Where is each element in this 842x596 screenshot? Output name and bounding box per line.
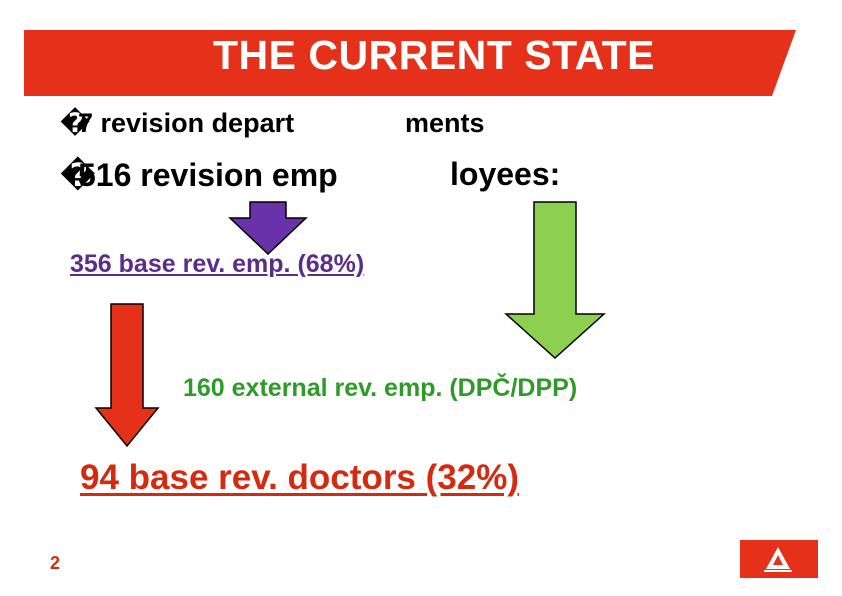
green-down-arrow [504,201,606,360]
bullet-departments-text-a: 7 revision depart [78,108,295,138]
bullet-departments-text-b: ments [405,108,485,138]
bullet-icon: � [60,157,96,193]
external-employees-label: 160 external rev. emp. (DPČ/DPP) [183,374,578,402]
bullet-employees: �516 revision emp [60,156,338,194]
bullet-departments: �7 revision depart [60,108,294,139]
page-number: 2 [50,553,61,573]
title-banner [24,30,796,96]
bullet-employees-text-a: 516 revision emp [78,157,338,193]
slide-title: THE CURRENT STATE [213,32,656,78]
company-logo-icon [740,540,818,578]
bullet-employees-text-b: loyees: [450,156,561,192]
bullet-icon: � [60,108,91,138]
base-employees-label: 356 base rev. emp. (68%) [70,250,365,278]
purple-down-arrow [228,201,308,256]
red-down-arrow [94,303,160,448]
base-doctors-label: 94 base rev. doctors (32%) [80,458,519,497]
